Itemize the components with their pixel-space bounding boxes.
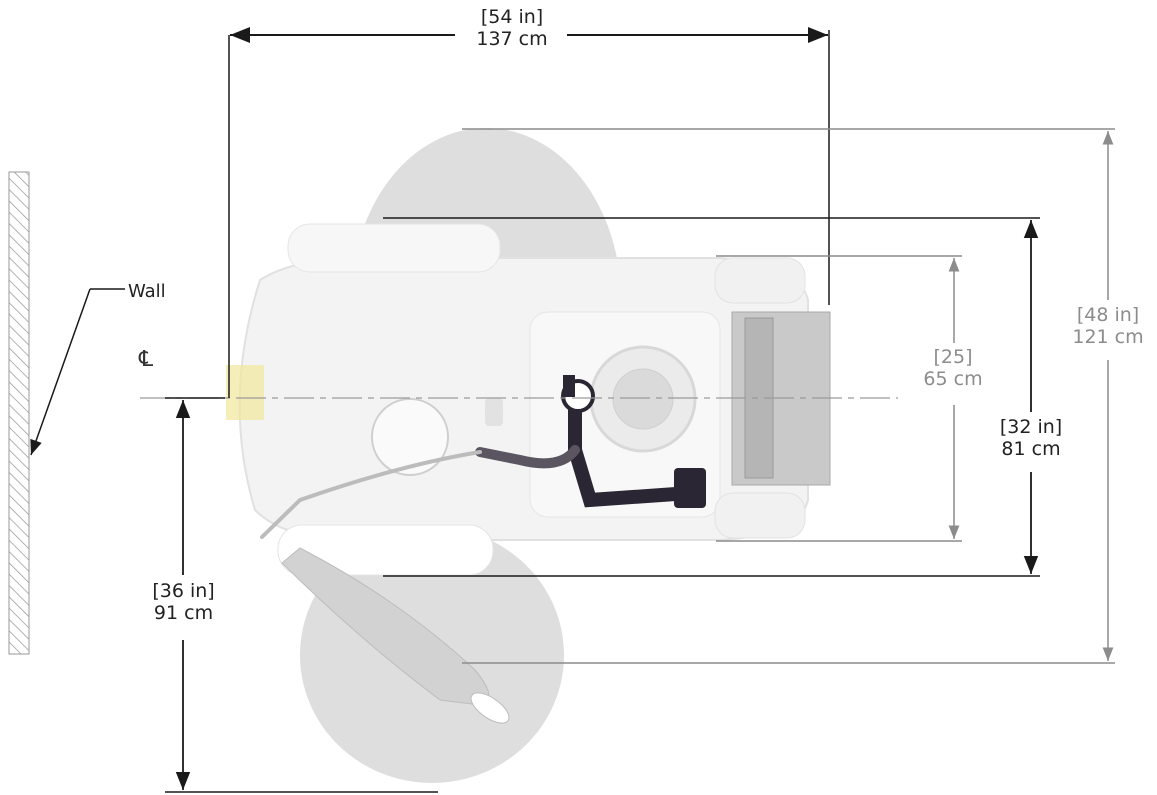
wall-offset-label: [36 in] 91 cm bbox=[136, 580, 231, 625]
overall-width-in: [54 in] bbox=[480, 6, 544, 28]
seat-depth-in: [25] bbox=[933, 346, 973, 368]
overall-width-label: [54 in] 137 cm bbox=[462, 6, 562, 51]
dimension-seat-depth bbox=[716, 255, 962, 542]
wall-label: Wall bbox=[128, 281, 166, 302]
overall-width-cm: 137 cm bbox=[476, 28, 548, 51]
wall-offset-cm: 91 cm bbox=[153, 602, 214, 625]
overall-depth-in: [48 in] bbox=[1076, 304, 1140, 326]
wall-offset-in: [36 in] bbox=[152, 580, 215, 602]
suction-tubing bbox=[260, 375, 706, 539]
wall-leader bbox=[30, 288, 125, 456]
dimension-overall-depth bbox=[462, 128, 1115, 664]
dimension-overall-width bbox=[228, 27, 830, 398]
overall-depth-cm: 121 cm bbox=[1072, 326, 1144, 349]
chair-depth-cm: 81 cm bbox=[1001, 438, 1061, 461]
chair-depth-label: [32 in] 81 cm bbox=[986, 416, 1076, 461]
centerline-symbol: ℄ bbox=[139, 347, 154, 372]
overall-depth-label: [48 in] 121 cm bbox=[1063, 304, 1153, 349]
seat-depth-label: [25] 65 cm bbox=[908, 346, 998, 391]
dimension-wall-offset bbox=[165, 397, 438, 793]
chair-body bbox=[226, 223, 831, 724]
seat-depth-cm: 65 cm bbox=[923, 368, 983, 391]
wall bbox=[8, 171, 30, 655]
dimension-chair-depth bbox=[383, 217, 1040, 577]
chair-depth-in: [32 in] bbox=[999, 416, 1063, 438]
